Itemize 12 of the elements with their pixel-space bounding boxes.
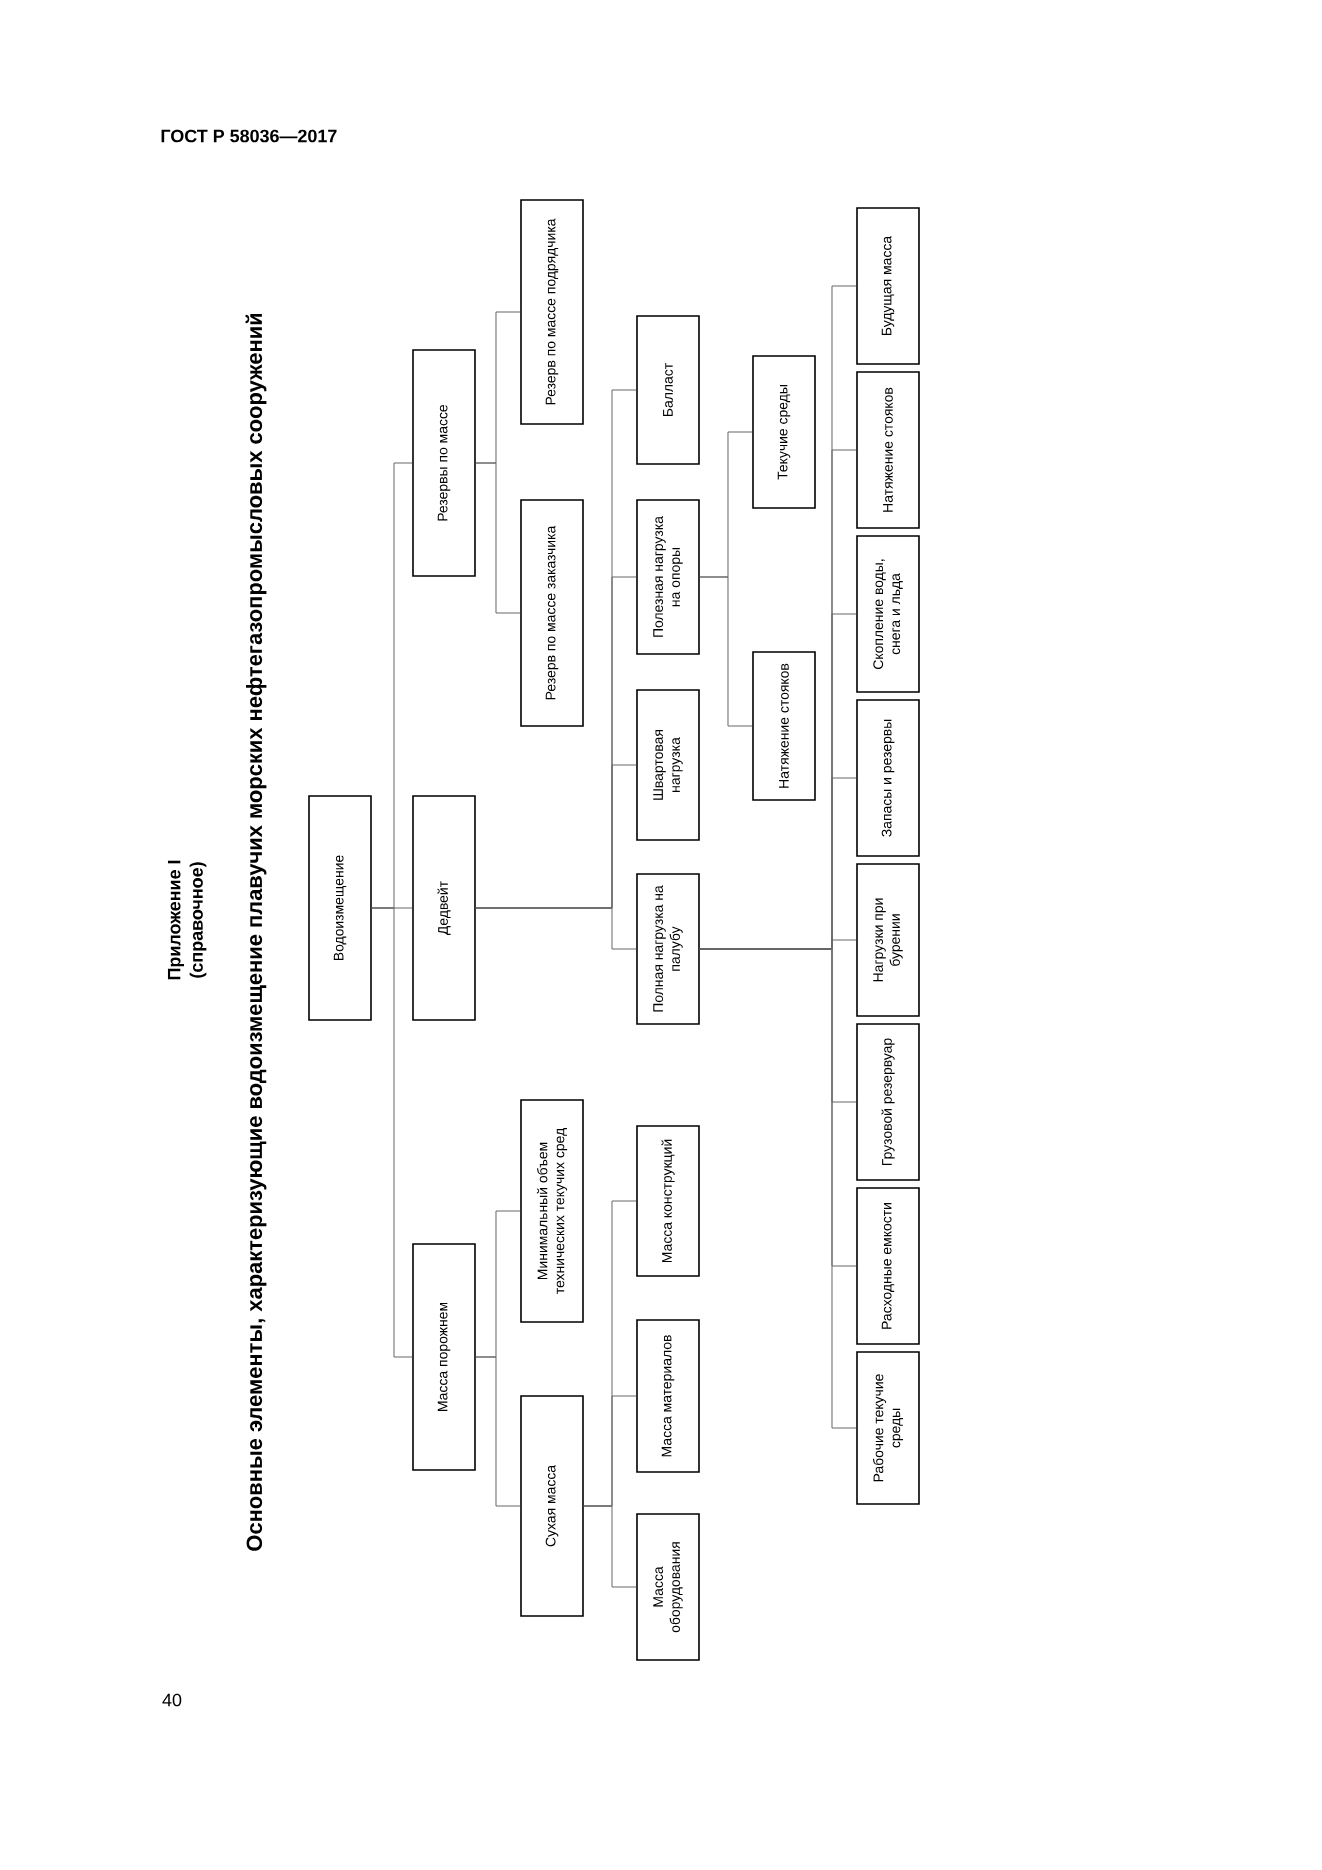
connector [371, 462, 413, 909]
connector [475, 311, 521, 464]
title: Основные элементы, характеризующие водоизмещение плавучих морских нефтегазопромысловых сооружений [245, 313, 267, 1551]
appendix-heading: Приложение I [167, 860, 185, 980]
connector [475, 1210, 521, 1358]
connector [475, 389, 637, 909]
header: ГОСТ Р 58036—2017 [161, 129, 337, 143]
connector [583, 1200, 637, 1507]
connector [699, 431, 753, 578]
connector [699, 285, 857, 950]
page-number: 40 [162, 1693, 182, 1707]
appendix-note: (справочное) [189, 862, 207, 978]
